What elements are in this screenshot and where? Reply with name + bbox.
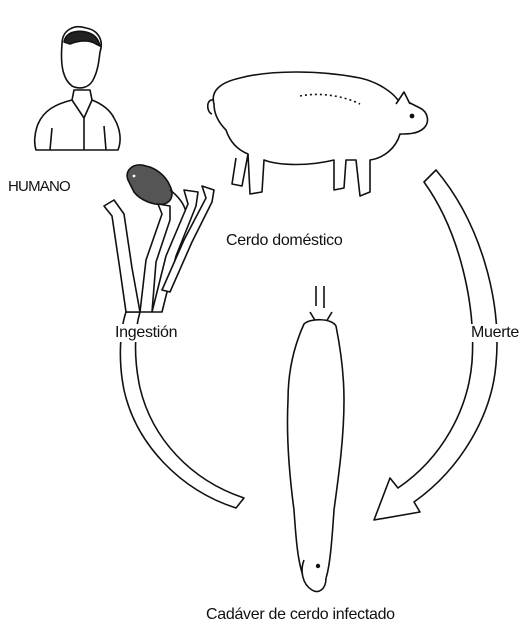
death-arrow <box>374 170 497 520</box>
ingestion-arrows <box>104 186 214 312</box>
label-infected-carcass: Cadáver de cerdo infectado <box>206 606 395 624</box>
label-ingestion: Ingestión <box>114 324 178 342</box>
domestic-pig-icon <box>208 72 428 196</box>
rat-icon <box>127 165 186 212</box>
human-figure-icon <box>35 27 120 150</box>
label-human: HUMANO <box>8 178 70 195</box>
label-death: Muerte <box>470 324 520 342</box>
label-domestic-pig: Cerdo doméstico <box>226 232 342 250</box>
hanging-carcass-icon <box>287 286 344 592</box>
